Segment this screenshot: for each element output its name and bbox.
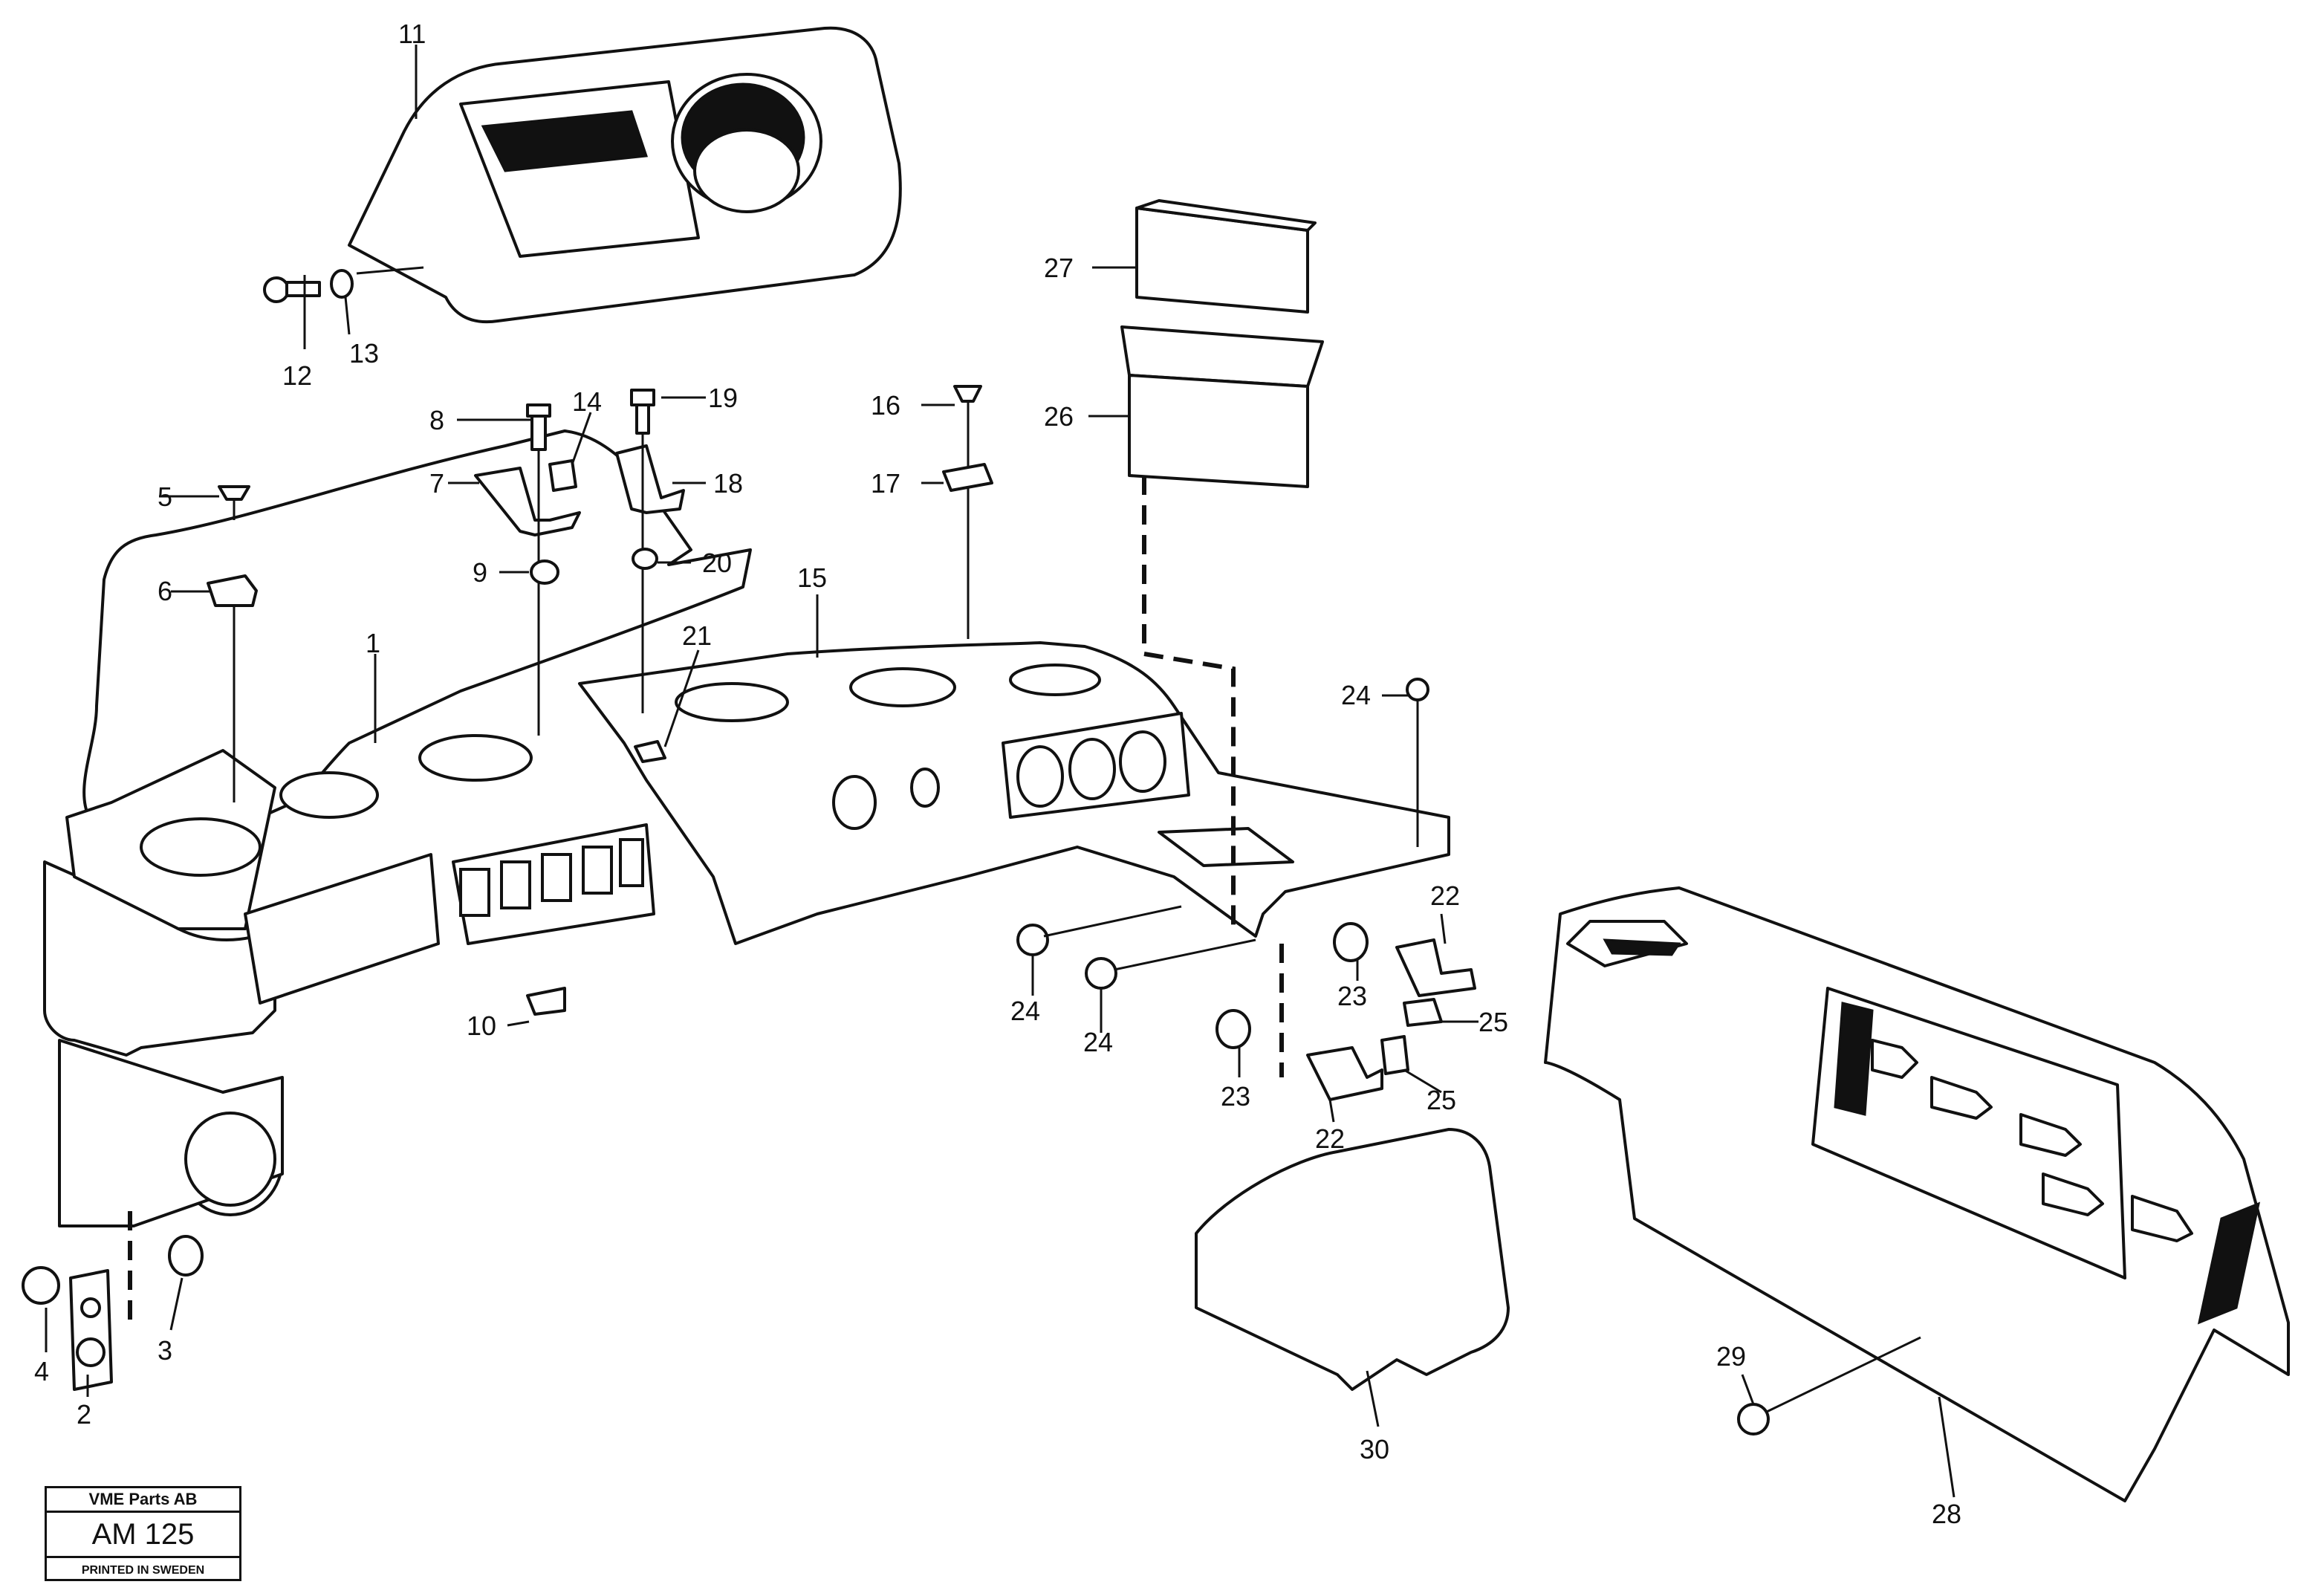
callout-1: 1: [366, 628, 380, 658]
callout-26: 26: [1044, 401, 1074, 432]
printed-note: PRINTED IN SWEDEN: [81, 1564, 205, 1577]
screw-12-washer-13: [263, 266, 424, 303]
callout-4: 4: [34, 1356, 49, 1386]
callout-20: 20: [702, 548, 732, 578]
storage-box-part-26: [1120, 325, 1324, 488]
title-block: VME Parts AB AM 125 PRINTED IN SWEDEN: [45, 1486, 241, 1581]
callout-22b: 22: [1315, 1123, 1345, 1154]
callout-labels: 1 2 3 4 5 6 7 8 9 10 11 12 13 14 15 16 1…: [34, 19, 1961, 1529]
rear-cover-part-28: [1544, 886, 2290, 1502]
callout-24b: 24: [1010, 996, 1040, 1026]
callout-18: 18: [713, 468, 743, 499]
callout-10: 10: [467, 1011, 496, 1041]
callout-8: 8: [429, 405, 444, 435]
callout-22a: 22: [1430, 880, 1460, 911]
callout-25a: 25: [1479, 1007, 1508, 1037]
fastener-hardware: [22, 385, 1921, 1436]
right-dashboard-part-15: [578, 641, 1450, 945]
callout-28: 28: [1932, 1499, 1961, 1529]
callout-19: 19: [708, 383, 738, 413]
callout-21: 21: [682, 620, 712, 651]
callout-23a: 23: [1337, 981, 1367, 1011]
callout-25b: 25: [1426, 1085, 1456, 1115]
callout-11: 11: [398, 19, 426, 49]
callout-2: 2: [77, 1399, 91, 1430]
dashed-alignment-lines: [128, 476, 1284, 1330]
callout-24c: 24: [1083, 1027, 1113, 1057]
callout-30: 30: [1360, 1434, 1389, 1464]
callout-15: 15: [797, 562, 827, 593]
callout-12: 12: [282, 360, 312, 391]
callout-17: 17: [871, 468, 900, 499]
callout-9: 9: [473, 557, 487, 588]
leader-lines: [45, 45, 1955, 1498]
lid-part-27: [1135, 199, 1317, 314]
callout-5: 5: [158, 481, 172, 512]
callout-7: 7: [429, 468, 444, 499]
callout-27: 27: [1044, 253, 1074, 283]
callout-14: 14: [572, 386, 602, 417]
callout-3: 3: [158, 1335, 172, 1366]
side-cover-part-30: [1195, 1128, 1510, 1391]
callout-6: 6: [158, 576, 172, 606]
callout-23b: 23: [1221, 1081, 1250, 1112]
callout-24a: 24: [1341, 680, 1371, 710]
main-dashboard-part-1: [43, 429, 752, 1227]
callout-16: 16: [871, 390, 900, 421]
callout-13: 13: [349, 338, 379, 369]
callout-29: 29: [1716, 1341, 1746, 1372]
company-name: VME Parts AB: [47, 1488, 239, 1513]
instrument-housing-part-11: [348, 26, 902, 324]
drawing-code: AM 125: [47, 1513, 239, 1558]
